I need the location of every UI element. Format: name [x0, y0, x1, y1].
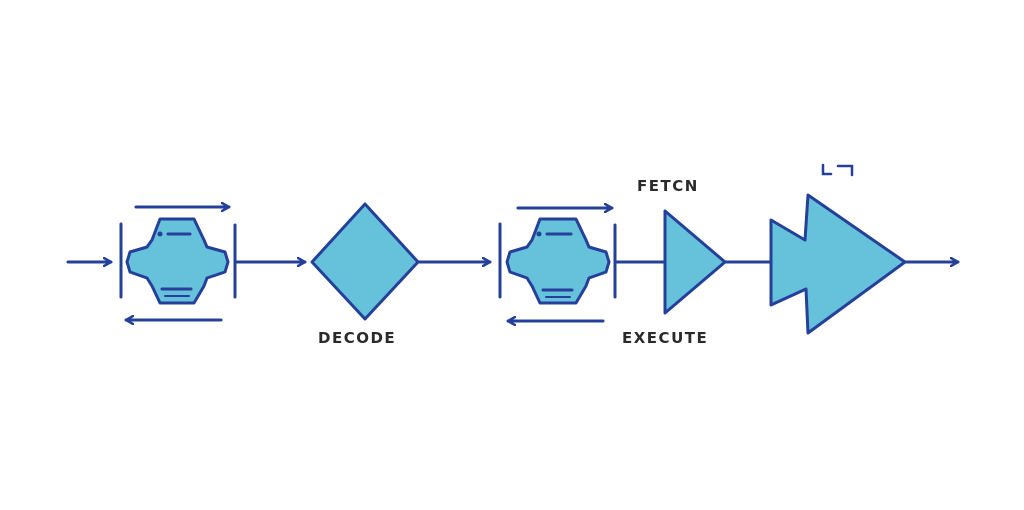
stage1-processor-icon — [125, 217, 230, 305]
decode-label: DECODE — [318, 329, 397, 347]
stage3-processor-icon — [505, 217, 611, 305]
fetch-label: FETCN — [637, 177, 699, 195]
decode-diamond — [310, 202, 420, 321]
execute-double-triangle — [769, 193, 907, 335]
fetch-triangle — [663, 209, 727, 315]
corner-bracket-mark — [821, 163, 854, 177]
execute-label: EXECUTE — [622, 329, 709, 347]
